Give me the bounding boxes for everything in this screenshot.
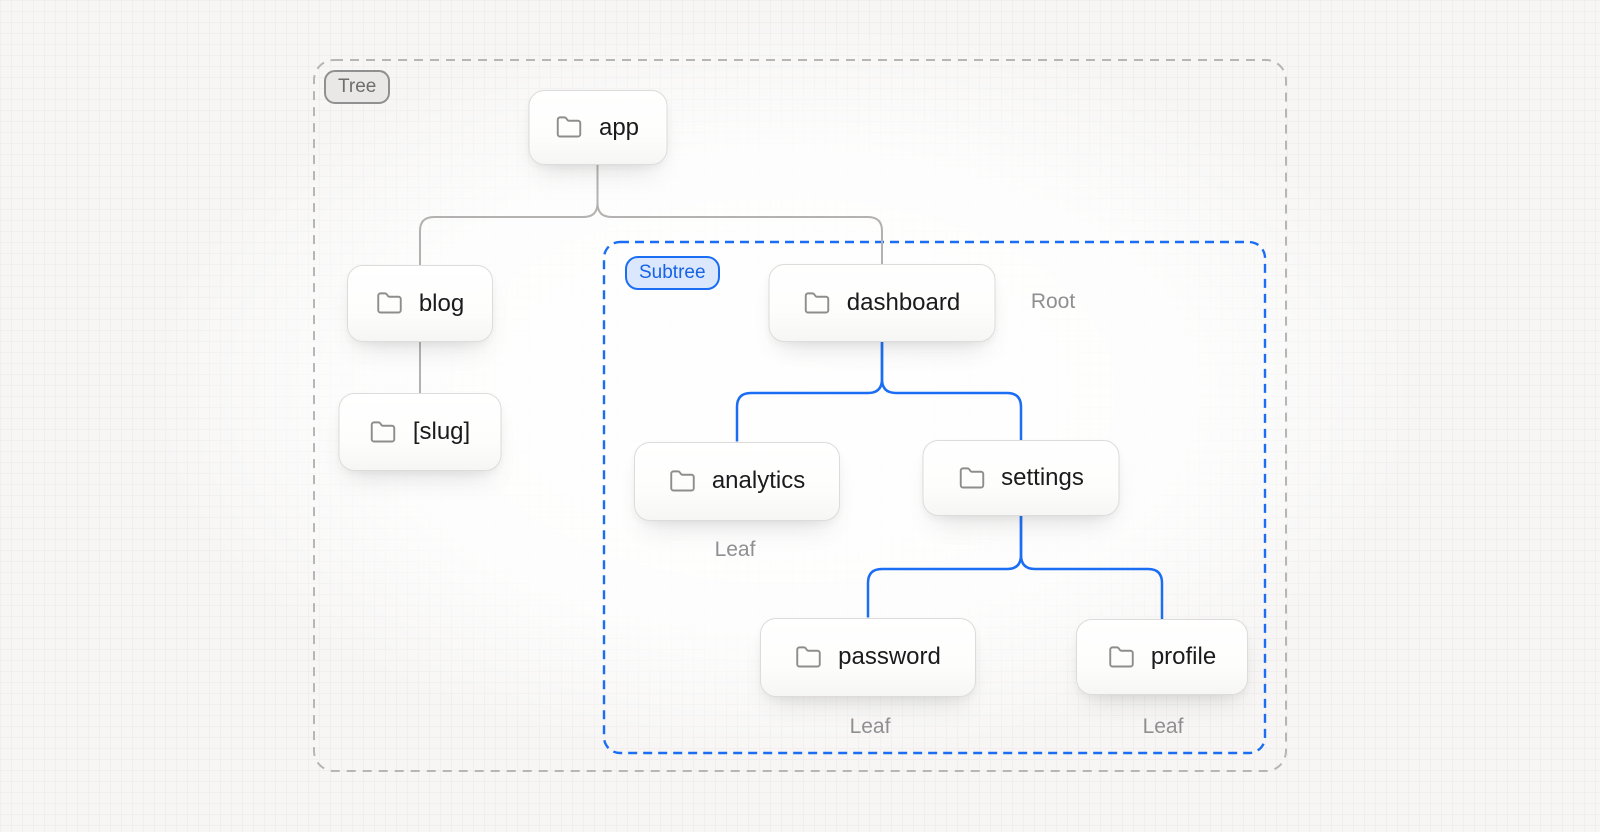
edge-settings-profile [1019,516,1164,619]
folder-icon [557,116,582,138]
folder-icon [377,292,402,314]
tree-node-analytics[interactable]: analytics [634,441,840,521]
tree-group-outline [313,59,1287,772]
node-label: password [838,643,941,670]
node-label: profile [1150,643,1217,670]
folder-icon [371,420,396,442]
tree-node-settings[interactable]: settings [922,440,1120,516]
edge-app-blog [419,165,599,265]
node-label: [slug] [412,418,471,445]
edge-settings-password [866,516,1023,618]
tree-node-blog[interactable]: blog [347,265,493,342]
subtree-group-outline [602,240,1267,755]
node-label: app [598,113,640,141]
tree-node-slug[interactable]: [slug] [338,393,502,471]
folder-icon [670,469,695,491]
tree-badge: Tree [324,70,391,104]
node-label: dashboard [846,289,961,316]
folder-icon [1109,645,1134,667]
edge-dashboard-analytics [735,342,884,442]
edge-dashboard-settings [880,342,1023,440]
tree-node-profile[interactable]: profile [1076,619,1248,695]
node-label: settings [1001,464,1084,491]
tree-node-app[interactable]: app [528,90,667,165]
edge-app-dashboard [596,165,883,264]
folder-icon [959,466,984,488]
tree-node-password[interactable]: password [760,617,976,697]
folder-icon [805,291,830,313]
tree-node-dashboard[interactable]: dashboard [768,264,996,342]
node-label: analytics [711,467,806,494]
folder-icon [796,645,821,667]
subtree-badge: Subtree [625,256,720,290]
node-label: blog [418,289,465,317]
